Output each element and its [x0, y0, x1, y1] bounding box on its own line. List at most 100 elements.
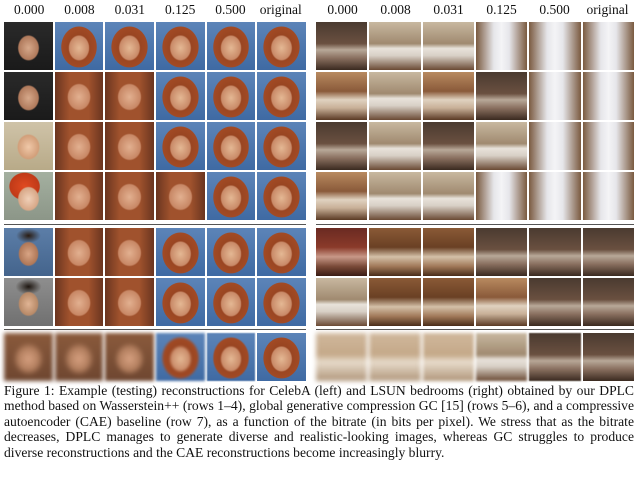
bedroom-image [582, 122, 634, 170]
face-image [156, 333, 205, 381]
face-image [54, 278, 104, 326]
bedroom-image [475, 22, 528, 70]
bedroom-image [475, 122, 528, 170]
image-row [316, 172, 634, 220]
face-image [156, 228, 205, 276]
bedroom-image [316, 228, 368, 276]
face-image [105, 72, 155, 120]
face-image [54, 228, 104, 276]
face-image [105, 228, 155, 276]
bedroom-image [422, 172, 474, 220]
bedroom-image [529, 72, 581, 120]
face-image [156, 22, 205, 70]
bedroom-image [582, 172, 634, 220]
image-row [316, 278, 634, 326]
lsun-gc-rows [316, 228, 634, 328]
bedroom-image [369, 333, 421, 381]
column-header: original [259, 2, 302, 17]
bedroom-image [422, 278, 474, 326]
bedroom-image [316, 122, 368, 170]
bedroom-image [475, 228, 528, 276]
image-row [4, 172, 307, 220]
lsun-column-headers: 0.000 0.008 0.031 0.125 0.500 original [316, 0, 634, 20]
face-image [4, 72, 53, 120]
face-image [105, 333, 155, 381]
face-image [257, 72, 307, 120]
bedroom-image [369, 22, 421, 70]
face-image [156, 278, 205, 326]
bedroom-image [475, 172, 528, 220]
face-image [105, 278, 155, 326]
bedroom-image [582, 72, 634, 120]
image-row [4, 228, 307, 276]
image-row [4, 22, 307, 70]
column-header: original [586, 2, 629, 17]
face-image [206, 172, 256, 220]
celeba-cae-row [4, 333, 307, 383]
face-image [4, 333, 53, 381]
face-image [105, 172, 155, 220]
column-header: 0.000 [13, 2, 45, 17]
face-image [257, 122, 307, 170]
bedroom-image [529, 228, 581, 276]
face-image [156, 72, 205, 120]
face-image [54, 22, 104, 70]
bedroom-image [475, 333, 528, 381]
bedroom-image [529, 122, 581, 170]
face-image [54, 72, 104, 120]
bedroom-image [316, 22, 368, 70]
face-image [206, 333, 256, 381]
face-image [257, 278, 307, 326]
image-row [4, 122, 307, 170]
bedroom-image [529, 278, 581, 326]
column-header: 0.031 [114, 2, 145, 17]
column-header: 0.000 [327, 2, 358, 17]
bedroom-image [422, 228, 474, 276]
image-row [4, 333, 307, 381]
face-image [4, 22, 53, 70]
face-image [4, 278, 53, 326]
image-row [316, 333, 634, 381]
bedroom-image [369, 72, 421, 120]
caption-text: Figure 1: Example (testing) reconstructi… [4, 383, 634, 460]
bedroom-image [316, 72, 368, 120]
face-image [257, 22, 307, 70]
celeba-column-headers: 0.000 0.008 0.031 0.125 0.500 original [4, 0, 306, 20]
bedroom-image [582, 22, 634, 70]
bedroom-image [422, 22, 474, 70]
face-image [4, 122, 53, 170]
image-row [316, 122, 634, 170]
image-row [316, 22, 634, 70]
bedroom-image [369, 228, 421, 276]
bedroom-image [369, 278, 421, 326]
bedroom-image [316, 278, 368, 326]
bedroom-image [529, 172, 581, 220]
face-image [105, 22, 155, 70]
bedroom-image [422, 122, 474, 170]
image-row [316, 228, 634, 276]
row-separator [4, 329, 306, 330]
face-image [156, 122, 205, 170]
face-image [54, 122, 104, 170]
lsun-panel: 0.000 0.008 0.031 0.125 0.500 original [316, 0, 634, 381]
face-image [156, 172, 205, 220]
face-image [257, 228, 307, 276]
face-image [257, 172, 307, 220]
row-separator [4, 224, 306, 225]
face-image [257, 333, 307, 381]
bedroom-image [582, 278, 634, 326]
bedroom-image [369, 122, 421, 170]
face-image [4, 172, 53, 220]
column-header: 0.125 [486, 2, 517, 17]
bedroom-image [529, 333, 581, 381]
face-image [54, 333, 104, 381]
column-header: 0.500 [215, 2, 246, 17]
column-header: 0.125 [164, 2, 196, 17]
bedroom-image [422, 333, 474, 381]
bedroom-image [582, 228, 634, 276]
celeba-gc-rows [4, 228, 307, 328]
row-separator [316, 224, 634, 225]
column-header: 0.031 [433, 2, 464, 17]
bedroom-image [582, 333, 634, 381]
bedroom-image [369, 172, 421, 220]
